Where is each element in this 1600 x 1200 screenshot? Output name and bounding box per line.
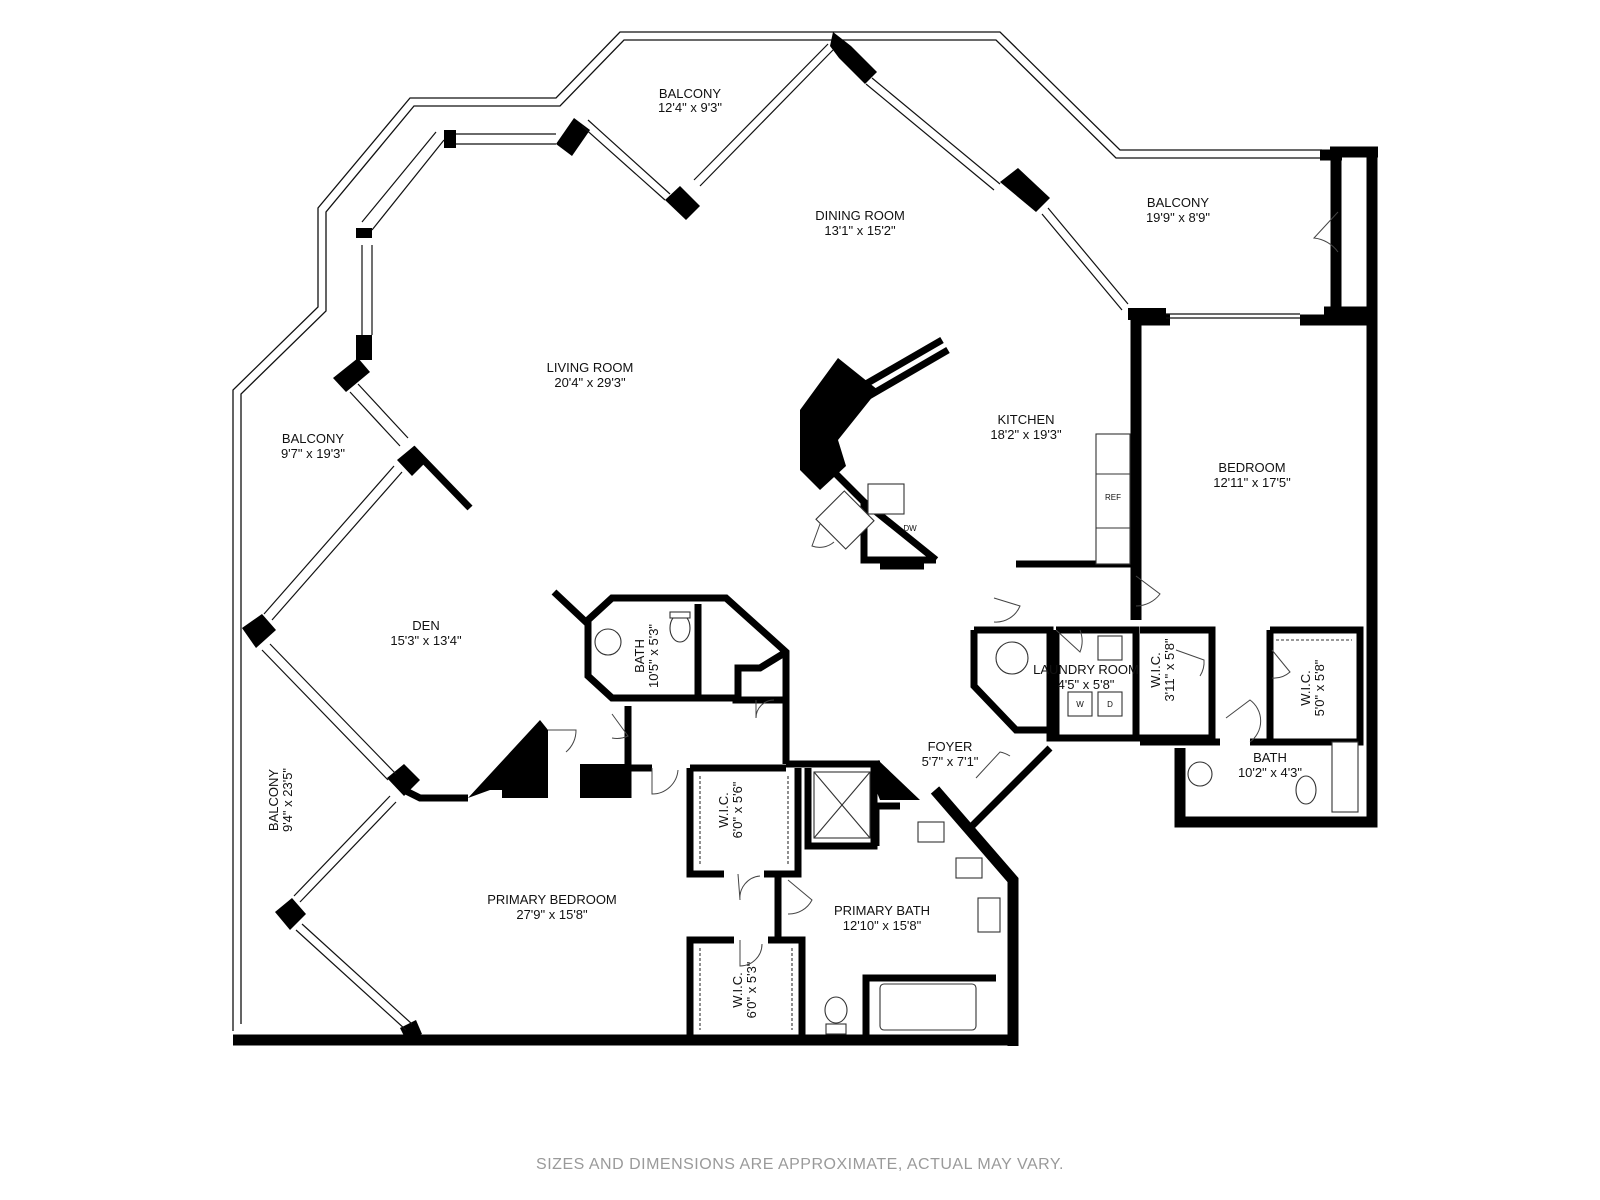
wic-5-0-name: W.I.C.: [1298, 670, 1313, 705]
kitchen-dims: 18'2" x 19'3": [990, 427, 1062, 442]
room-labels: BALCONY 12'4" x 9'3" DINING ROOM 13'1" x…: [266, 86, 1327, 1018]
living-room-name: LIVING ROOM: [547, 360, 634, 375]
bath-small-dims: 10'5" x 5'3": [646, 624, 661, 688]
ref-label: REF: [1105, 493, 1121, 502]
primary-toilet: [824, 996, 848, 1024]
bath-small-name: BATH: [632, 639, 647, 673]
door-wic-a[interactable]: [737, 873, 761, 901]
dryer: [1097, 691, 1123, 717]
dining-room-dims: 13'1" x 15'2": [824, 223, 896, 238]
bath-sink: [594, 628, 622, 656]
door-swings: [548, 211, 1339, 967]
primary-bath-dims: 12'10" x 15'8": [843, 918, 922, 933]
laundry-sink: [1097, 635, 1123, 661]
door-foyer-closet[interactable]: [993, 597, 1021, 623]
foyer-closet-walls: [970, 626, 1054, 734]
fixtures: [594, 433, 1359, 1035]
wic-3-11-name: W.I.C.: [1148, 652, 1163, 687]
door-foyer[interactable]: [975, 751, 1011, 779]
bath-bedroom-dims: 10'2" x 4'3": [1238, 765, 1302, 780]
vanity-sink-2: [955, 857, 983, 879]
dw-label: DW: [903, 524, 917, 533]
living-room-dims: 20'4" x 29'3": [554, 375, 626, 390]
door-wic-5[interactable]: [1271, 649, 1291, 679]
bedroom-bath-sink: [1187, 761, 1213, 787]
wall-primary-bath-right: [930, 786, 1019, 1046]
door-den[interactable]: [611, 713, 629, 739]
laundry-dims: 4'5" x 5'8": [1058, 677, 1115, 692]
door-kitchen-closet[interactable]: [811, 523, 835, 548]
foyer-round-fixture: [995, 641, 1029, 675]
disclaimer-text: SIZES AND DIMENSIONS ARE APPROXIMATE, AC…: [536, 1156, 1064, 1173]
balcony-top-dims: 12'4" x 9'3": [658, 100, 722, 115]
door-bath-closet[interactable]: [755, 699, 775, 719]
door-primary-bedroom[interactable]: [651, 768, 679, 795]
balcony-right-dims: 19'9" x 8'9": [1146, 210, 1210, 225]
door-primary-bath[interactable]: [787, 879, 813, 915]
washer-label: W: [1076, 700, 1084, 709]
fridge-counter: [1095, 433, 1131, 565]
den-dims: 15'3" x 13'4": [390, 633, 462, 648]
bedroom-bathtub: [1331, 741, 1359, 813]
wic-5-0-dims: 5'0" x 5'8": [1312, 659, 1327, 716]
bedroom-dims: 12'11" x 17'5": [1213, 475, 1291, 490]
laundry-name: LAUNDRY ROOM: [1033, 662, 1139, 677]
balcony-right-name: BALCONY: [1147, 195, 1209, 210]
foyer-dims: 5'7" x 7'1": [922, 754, 979, 769]
bedroom-name: BEDROOM: [1218, 460, 1285, 475]
corner-piers: [242, 32, 1166, 1040]
windows: [261, 43, 1300, 1031]
door-wic-b[interactable]: [739, 940, 763, 967]
bedroom-bath-toilet: [1295, 775, 1317, 805]
kitchen-sink: [867, 483, 905, 515]
primary-bath-name: PRIMARY BATH: [834, 903, 930, 918]
wic-6-0-a-dims: 6'0" x 5'6": [730, 781, 745, 838]
primary-bedroom-name: PRIMARY BEDROOM: [487, 892, 617, 907]
wic-6-0-b-name: W.I.C.: [730, 972, 745, 1007]
door-wic-bedroom[interactable]: [1175, 649, 1205, 677]
vanity-sink-1: [917, 821, 945, 843]
wall-bedroom-outer: [1174, 306, 1378, 828]
door-bath-bedroom[interactable]: [1225, 699, 1262, 743]
exterior-walls: [233, 146, 1378, 1046]
washer: [1067, 691, 1093, 717]
wic-6-0-a-name: W.I.C.: [716, 792, 731, 827]
balcony-bottom-left-name: BALCONY: [266, 769, 281, 831]
kitchen-closet: [815, 490, 875, 550]
foyer-name: FOYER: [928, 739, 973, 754]
balcony-outline: [232, 31, 1322, 1031]
kitchen-name: KITCHEN: [997, 412, 1054, 427]
door-laundry[interactable]: [1055, 629, 1083, 653]
den-name: DEN: [412, 618, 439, 633]
wic-6-0-b-dims: 6'0" x 5'3": [744, 961, 759, 1018]
balcony-left-dims: 9'7" x 19'3": [281, 446, 345, 461]
balcony-top-name: BALCONY: [659, 86, 721, 101]
door-bedroom[interactable]: [1135, 575, 1161, 607]
balcony-left-name: BALCONY: [282, 431, 344, 446]
dining-room-name: DINING ROOM: [815, 208, 905, 223]
bath-small-walls: [584, 594, 790, 704]
vanity-end: [977, 897, 1001, 933]
primary-bathtub: [879, 983, 977, 1031]
bath-bedroom-name: BATH: [1253, 750, 1287, 765]
dryer-label: D: [1107, 700, 1113, 709]
fireplace: [800, 358, 878, 490]
primary-bedroom-dims: 27'9" x 15'8": [516, 907, 588, 922]
balcony-bottom-left-dims: 9'4" x 23'5": [280, 768, 295, 832]
door-balcony[interactable]: [1312, 211, 1339, 253]
wic-3-11-dims: 3'11" x 5'8": [1162, 638, 1177, 701]
door-den-closet[interactable]: [548, 729, 577, 753]
